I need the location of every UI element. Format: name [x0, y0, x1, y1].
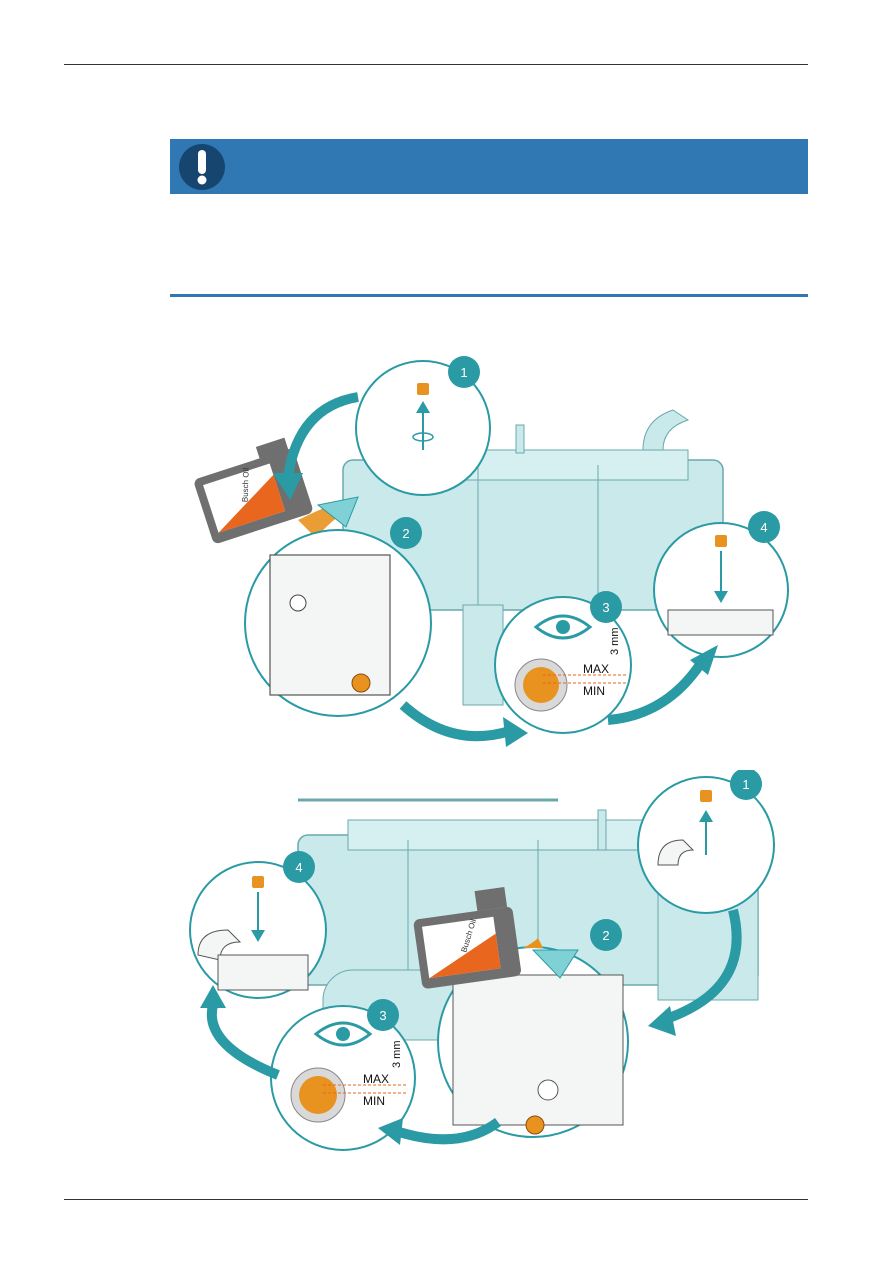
eye-icon: [533, 614, 593, 640]
min-label: MIN: [583, 684, 605, 698]
step-2-label: 2: [402, 526, 409, 541]
gap-label: 3 mm: [609, 628, 621, 656]
oil-plug-icon: [417, 383, 429, 395]
max-label: MAX: [583, 662, 609, 676]
pump-body: [342, 409, 724, 706]
step-2-label: 2: [602, 928, 609, 943]
can-label: Busch Oil: [241, 468, 251, 503]
oil-can: Busch Oil: [413, 886, 521, 989]
oil-fill-figure-bottom: 2 Busch Oil 1 4: [178, 768, 808, 1170]
notice-banner: [170, 139, 808, 194]
oil-can: Busch Oil: [194, 437, 313, 544]
max-label: MAX: [363, 1072, 389, 1086]
footer-rule: [64, 1199, 808, 1200]
section-divider: [170, 294, 808, 297]
step-4-label: 4: [760, 520, 767, 535]
pump-illustration-top: Busch Oil 1 2 3 MAX MI: [194, 356, 789, 747]
min-label: MIN: [363, 1094, 385, 1108]
gap-label: 3 mm: [391, 1041, 403, 1069]
step-4-label: 4: [295, 860, 302, 875]
pump-illustration-bottom: 2 Busch Oil 1 4: [189, 768, 775, 1151]
step-3-label: 3: [602, 600, 609, 615]
drain-plug-icon: [351, 673, 371, 693]
step-1-label: 1: [460, 365, 467, 380]
oil-plug-icon: [700, 790, 712, 802]
oil-fill-figure-top: Busch Oil 1 2 3 MAX MI: [178, 355, 808, 755]
sight-glass: [523, 667, 559, 703]
sight-glass: [299, 1076, 337, 1114]
step-1-label: 1: [742, 777, 749, 792]
drain-plug-icon: [525, 1115, 545, 1135]
exclamation-icon: [179, 144, 225, 190]
header-rule: [64, 64, 808, 65]
step-3-label: 3: [379, 1008, 386, 1023]
eye-icon: [313, 1021, 373, 1047]
